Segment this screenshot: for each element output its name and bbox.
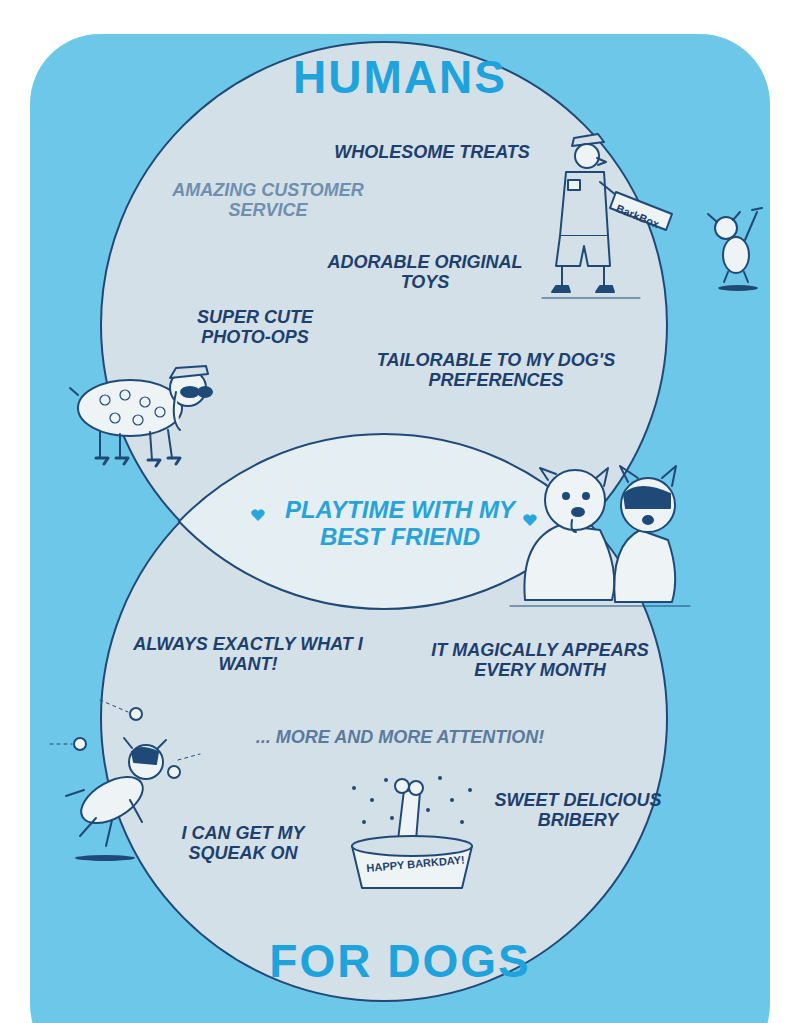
circle-heading: FOR DOGS (210, 936, 590, 988)
benefit-text: TAILORABLE TO MY DOG'S PREFERENCES (361, 350, 631, 390)
benefit-text: WHOLESOME TREATS (312, 142, 552, 162)
benefit-text: ADORABLE ORIGINAL TOYS (315, 252, 535, 292)
benefit-text: IT MAGICALLY APPEARS EVERY MONTH (415, 640, 665, 680)
circle-shape (101, 435, 667, 1001)
circle-heading: HUMANS (220, 52, 580, 104)
blue-panel (30, 34, 770, 1023)
benefit-text: SWEET DELICIOUS BRIBERY (478, 790, 678, 830)
benefit-text: AMAZING CUSTOMER SERVICE (163, 180, 373, 220)
circle-shape (101, 42, 667, 608)
benefit-text: I CAN GET MY SQUEAK ON (168, 823, 318, 863)
benefit-text: ALWAYS EXACTLY WHAT I WANT! (128, 634, 368, 674)
small-dog (708, 208, 762, 291)
benefit-text: SUPER CUTE PHOTO-OPS (185, 307, 325, 347)
overlap-text: PLAYTIME WITH MY BEST FRIEND (275, 497, 525, 551)
benefit-text: ... MORE AND MORE ATTENTION! (220, 727, 580, 747)
overlap-lens: PLAYTIME WITH MY BEST FRIEND (179, 434, 589, 609)
